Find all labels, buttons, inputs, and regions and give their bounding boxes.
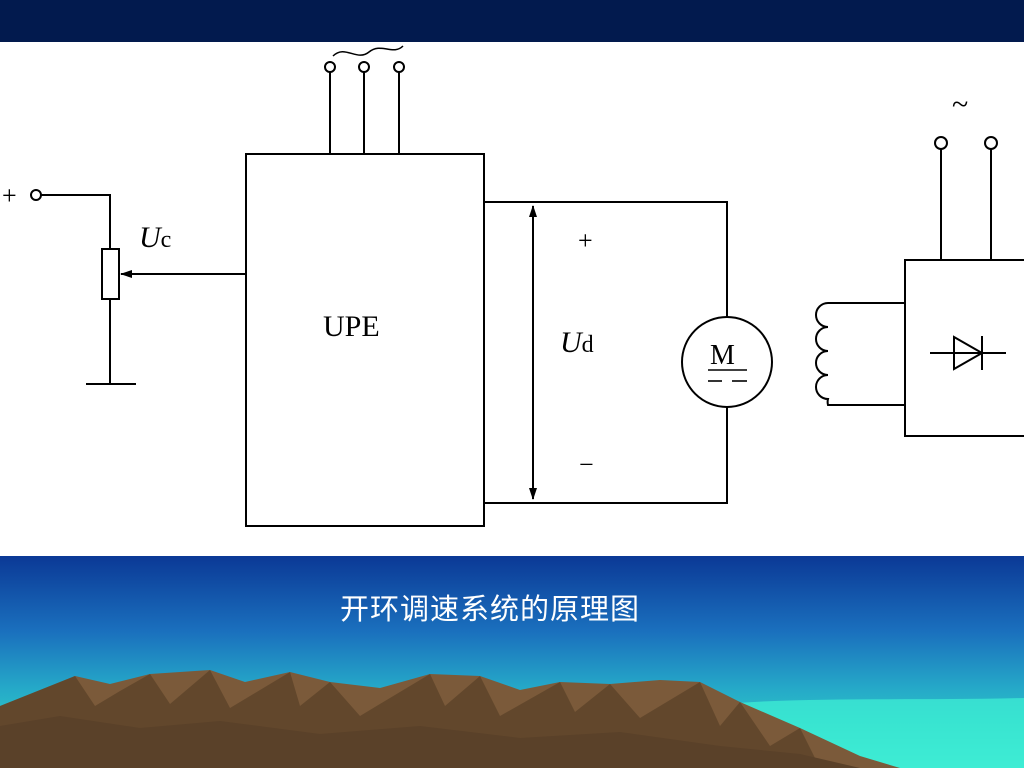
upe-block [245, 153, 485, 527]
uc-label: Uc [139, 221, 171, 254]
top-band [0, 0, 1024, 42]
upe-label: UPE [323, 310, 380, 343]
uc-label-main: U [139, 221, 163, 254]
potentiometer [101, 248, 120, 300]
diode-icon [953, 335, 985, 371]
ac-input-terminal-1 [324, 61, 336, 73]
footer-banner: 开环调速系统的原理图 [0, 556, 1024, 768]
ac-input-terminal-3 [393, 61, 405, 73]
circuit-diagram: ~ + Uc UPE + Ud − M [0, 42, 1024, 556]
output-wire-top [484, 201, 728, 318]
motor-circle [681, 316, 773, 408]
motor-label: M [710, 340, 735, 371]
plus-terminal-label: + [2, 181, 17, 210]
ac-wave-icon-left [332, 45, 404, 57]
field-winding-coil [815, 302, 848, 406]
rectifier-block [904, 259, 1024, 437]
minus-sign: − [579, 450, 594, 479]
ud-label: Ud [560, 326, 594, 359]
ac-symbol-right: ~ [952, 88, 968, 121]
mountain-foreground [0, 716, 860, 768]
pot-wire [41, 194, 111, 249]
rectifier-ac-terminal-1 [934, 136, 948, 150]
ud-label-main: U [560, 326, 584, 359]
mountain-illustration [0, 670, 1024, 768]
diagram-caption: 开环调速系统的原理图 [339, 592, 640, 626]
plus-sign: + [578, 226, 593, 255]
plus-terminal-circle [30, 189, 42, 201]
rectifier-ac-terminal-2 [984, 136, 998, 150]
circuit-svg: ~ + Uc UPE + Ud − M [2, 45, 1024, 527]
output-wire-bottom [484, 407, 728, 504]
ud-label-sub: d [582, 332, 594, 358]
ac-input-terminal-2 [358, 61, 370, 73]
uc-label-sub: c [161, 227, 172, 253]
